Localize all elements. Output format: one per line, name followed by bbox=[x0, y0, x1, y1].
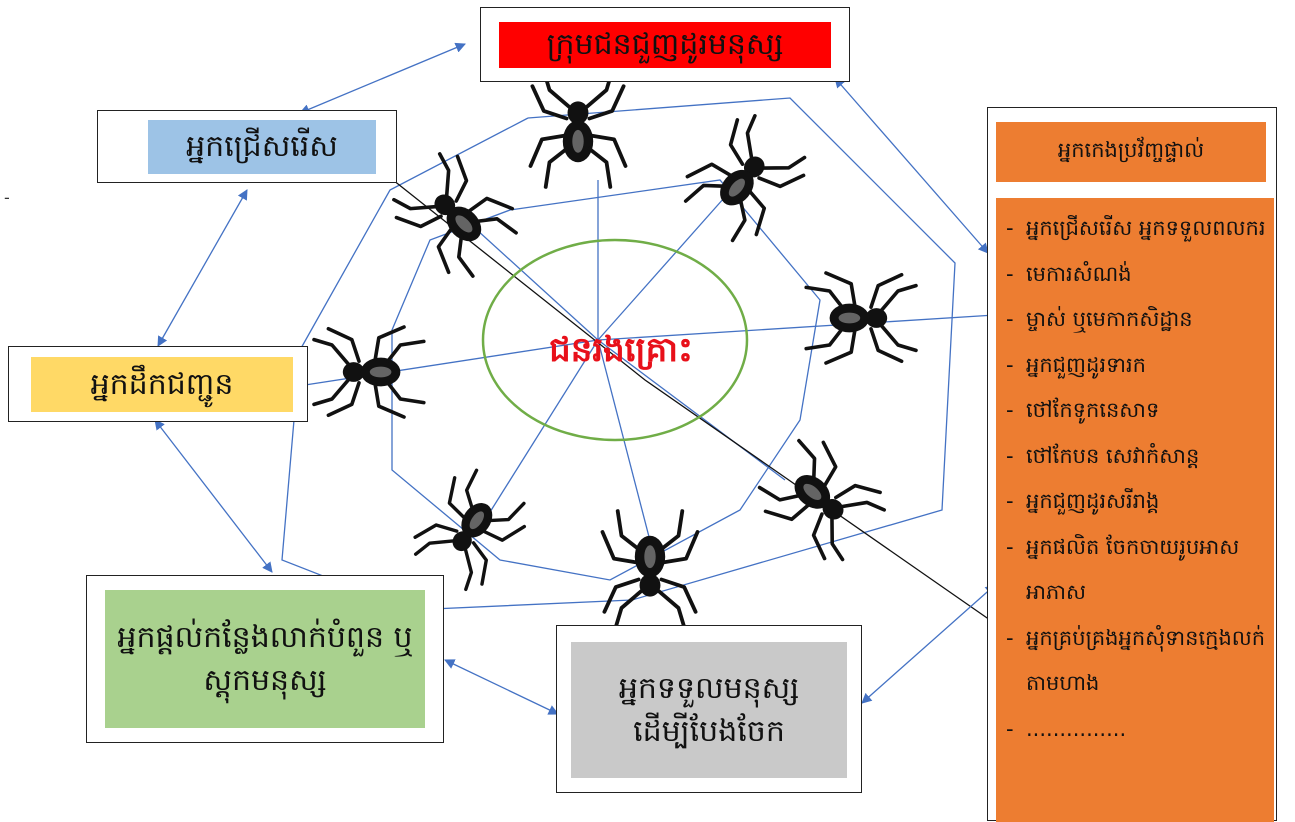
exploiters-title: អ្នកកេងប្រវ័ញ្ចផ្ទាល់ bbox=[996, 122, 1266, 182]
list-item: អ្នកគ្រប់គ្រងអ្នកសុំទានក្មេងលក់តាមហាង bbox=[1004, 616, 1268, 707]
list-item: មេការសំណង់ bbox=[1004, 252, 1268, 298]
list-item: ម្ចាស់ ឬមេកាកសិដ្ឋាន bbox=[1004, 297, 1268, 343]
trafficking-group-box: ក្រុមជនជួញដូរមនុស្ស bbox=[480, 7, 850, 82]
recruiter-box: អ្នកជ្រើសរើស bbox=[97, 110, 397, 183]
list-item: អ្នកជ្រើសរើស អ្នកទទួលពលករ bbox=[1004, 206, 1268, 252]
receiver-label: អ្នកទទួលមនុស្ស ដើម្បីបែងចែក bbox=[571, 642, 847, 778]
exploiters-list-box: អ្នកជ្រើសរើស អ្នកទទួលពលករ មេការសំណង់ ម្ច… bbox=[996, 198, 1274, 822]
spider-icon-bottom bbox=[600, 509, 700, 629]
arrow-receiver-exploiters bbox=[861, 584, 996, 704]
trafficking-group-label: ក្រុមជនជួញដូរមនុស្ស bbox=[499, 22, 831, 68]
list-item: អ្នកជួញដូរសរីរាង្គ bbox=[1004, 479, 1268, 525]
list-item: ថៅកែបន សេវាកំសាន្ត bbox=[1004, 434, 1268, 480]
arrow-harborer-receiver bbox=[444, 659, 559, 715]
receiver-box: អ្នកទទួលមនុស្ស ដើម្បីបែងចែក bbox=[556, 625, 862, 793]
arrow-group-recruiter bbox=[299, 42, 466, 115]
transporter-box: អ្នកដឹកជញ្ជូន bbox=[8, 346, 308, 422]
connector-arrows bbox=[154, 42, 996, 715]
harborer-box: អ្នកផ្តល់កន្លែងលាក់បំពួន ឬស្តុកមនុស្ស bbox=[86, 575, 444, 743]
list-item: អ្នកជួញដូរទារក bbox=[1004, 343, 1268, 389]
list-item: ............... bbox=[1004, 707, 1268, 753]
exploiters-list: អ្នកជ្រើសរើស អ្នកទទួលពលករ មេការសំណង់ ម្ច… bbox=[996, 198, 1274, 752]
spider-icon-top-right bbox=[672, 105, 816, 252]
spider-icon-top bbox=[528, 69, 628, 189]
victim-label: ជនរងគ្រោះ bbox=[549, 330, 693, 370]
recruiter-label: អ្នកជ្រើសរើស bbox=[148, 120, 376, 174]
arrow-transporter-harborer bbox=[154, 419, 273, 573]
spider-icon-top-left bbox=[383, 143, 529, 289]
victim-circle bbox=[481, 238, 749, 442]
black-thread bbox=[392, 179, 991, 621]
arrow-group-exploiters bbox=[834, 77, 989, 254]
transporter-label: អ្នកដឹកជញ្ជូន bbox=[31, 357, 293, 412]
list-item: អ្នកផលិត ចែកចាយរូបអាសអាភាស bbox=[1004, 525, 1268, 616]
spider-icon-bottom-right bbox=[748, 427, 895, 571]
arrow-recruiter-transporter bbox=[157, 189, 248, 347]
list-item: ថៅកែទូកនេសាទ bbox=[1004, 388, 1268, 434]
exploiters-panel: អ្នកកេងប្រវ័ញ្ចផ្ទាល់ អ្នកជ្រើសរើស អ្នកទ… bbox=[987, 107, 1277, 822]
stray-dash: - bbox=[4, 188, 10, 207]
harborer-label: អ្នកផ្តល់កន្លែងលាក់បំពួន ឬស្តុកមនុស្ស bbox=[105, 590, 425, 728]
spider-icon-right bbox=[804, 271, 918, 365]
spider-icon-left bbox=[312, 325, 426, 419]
web-inner-ring bbox=[391, 179, 821, 581]
